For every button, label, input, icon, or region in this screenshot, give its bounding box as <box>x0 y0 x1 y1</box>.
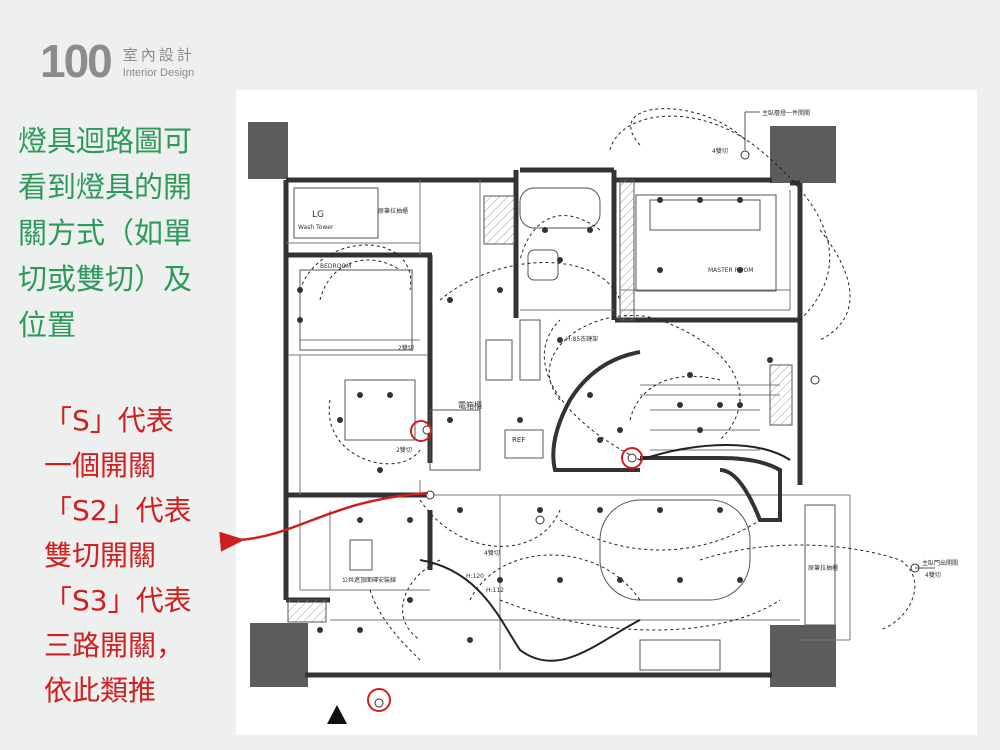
green-note-line: 看到燈具的開 <box>18 170 193 204</box>
entrance-marker <box>327 705 347 724</box>
label-s2-left: 2雙切 <box>398 344 414 352</box>
circuit-wires <box>299 108 916 661</box>
label-washer-brand: LG <box>312 210 324 220</box>
light-fixtures <box>297 197 773 643</box>
circuit-main <box>419 444 791 662</box>
structural-columns <box>248 122 836 687</box>
plan-labels: 主臥層燈一件開關 4雙切 LG Wash Tower 原筆拉抽櫃 BEDROOM… <box>298 109 958 594</box>
highlight-switch-bedroom <box>410 420 432 442</box>
interior-lines <box>286 180 851 670</box>
switch-legend-note: 「S」代表 一個開關 「S2」代表 雙切開關 「S3」代表 三路開關， 依此類推 <box>44 398 234 713</box>
label-switch-4a: 4雙切 <box>484 549 500 557</box>
label-master-room: MASTER ROOM <box>708 267 753 274</box>
label-elec-box: 電箱櫃 <box>458 400 482 410</box>
label-h120: H:120 <box>466 573 484 580</box>
red-note-line: 「S3」代表 <box>44 584 192 617</box>
lighting-circuit-note: 燈具迴路圖可 看到燈具的開 關方式（如單 切或雙切）及 位置 <box>18 118 233 348</box>
highlight-switch-entry <box>367 688 391 712</box>
label-master-switch: 主臥層燈一件開關 <box>762 109 810 117</box>
red-note-line: 依此類推 <box>44 674 157 707</box>
label-right-cabinet: 原筆拉抽櫃 <box>808 564 838 572</box>
switch-highlights <box>367 420 643 712</box>
red-note-line: 「S」代表 <box>44 404 174 437</box>
logo-number: 100 <box>40 35 113 87</box>
red-note-line: 三路開關， <box>44 629 185 662</box>
label-h112: H:112 <box>486 587 504 594</box>
logo-name-en: Interior Design <box>122 66 195 79</box>
green-note-line: 切或雙切）及 <box>18 262 193 296</box>
label-washer-model: Wash Tower <box>298 224 334 231</box>
green-note-line: 關方式（如單 <box>18 216 193 250</box>
red-note-line: 一個開關 <box>44 449 157 482</box>
label-bedroom: BEDROOM <box>320 263 351 270</box>
label-fridge: REF <box>512 436 525 444</box>
hatched-areas <box>287 179 793 623</box>
label-h85: H:85衣鏈架 <box>566 335 598 343</box>
label-cabinet: 原筆拉抽櫃 <box>378 207 408 215</box>
leader-lines <box>744 111 935 569</box>
logo-name-cn: 室內設計 <box>122 45 195 64</box>
furniture <box>293 187 836 671</box>
brand-logo: 100 室內設計 Interior Design <box>40 38 195 84</box>
red-note-line: 雙切開關 <box>44 539 157 572</box>
label-switch-top: 4雙切 <box>712 147 728 155</box>
green-note-line: 位置 <box>18 308 77 342</box>
switch-symbols <box>374 150 920 708</box>
green-note-line: 燈具迴路圖可 <box>18 124 193 158</box>
staircase <box>551 350 782 522</box>
red-note-line: 「S2」代表 <box>44 494 192 527</box>
walls <box>283 167 803 678</box>
pointer-arrow <box>219 491 429 552</box>
highlight-switch-stair <box>621 447 643 469</box>
logo-text: 室內設計 Interior Design <box>123 44 195 79</box>
label-switch-4b: 4雙切 <box>925 571 941 579</box>
label-s2-left2: 2雙切 <box>396 446 412 454</box>
label-main-door: 主臥門出開關 <box>922 559 958 567</box>
label-bottom: 公共遮頂面磚安裝線 <box>342 576 396 584</box>
